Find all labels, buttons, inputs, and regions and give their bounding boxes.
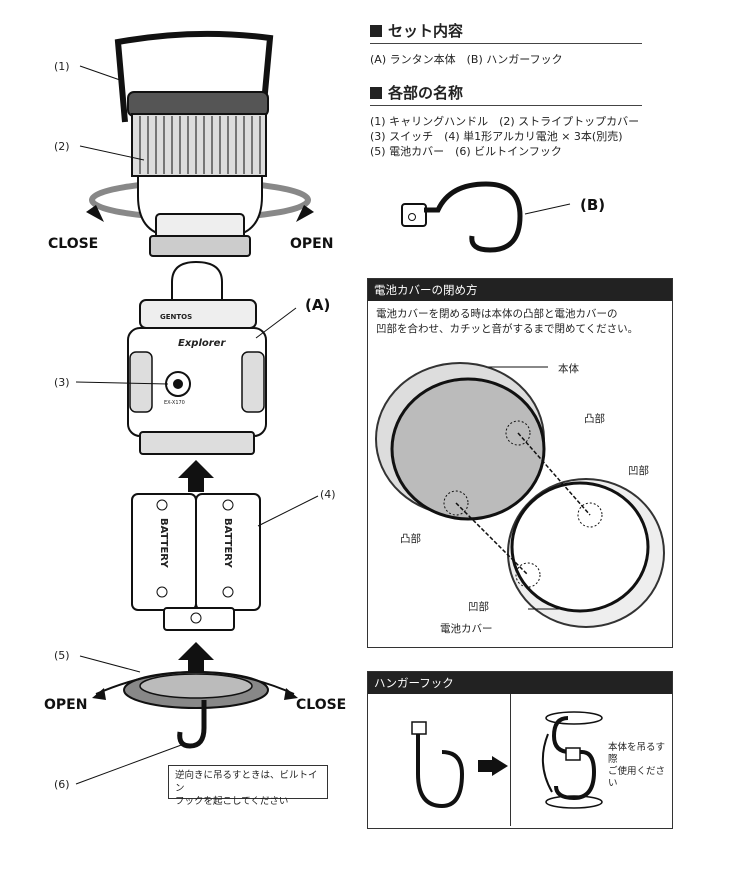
hanger-hook-heading: ハンガーフック <box>368 672 672 694</box>
bulb <box>171 260 223 301</box>
label-1: (1) <box>54 60 70 73</box>
battery-label-right: BATTERY <box>222 518 233 568</box>
note-line-1: 逆向きに吊るすときは、ビルトイン <box>175 770 318 794</box>
parts-line-1: (1) キャリングハンドル (2) ストライプトップカバー <box>370 115 640 128</box>
divider <box>510 694 511 826</box>
hanger-usage-diagram <box>411 711 603 809</box>
label-6: (6) <box>54 778 70 791</box>
hanger-note-line-1: 本体を吊るす際 <box>608 742 666 765</box>
heading-square-icon <box>370 24 382 37</box>
battery-cover-desc: 電池カバーを閉める時は本体の凸部と電池カバーの 凹部を合わせ、カチッと音がするま… <box>368 301 672 343</box>
lantern-exploded-diagram <box>75 30 319 785</box>
set-contents-title: セット内容 <box>388 22 464 40</box>
divider <box>370 43 642 44</box>
top-cover-ring <box>127 91 269 117</box>
carrying-handle <box>114 30 274 126</box>
reverse-hang-note: 逆向きに吊るすときは、ビルトイン フックを起こしてください <box>168 765 328 807</box>
label-2: (2) <box>54 140 70 153</box>
striped-top-cover <box>131 113 267 177</box>
brand-text: GENTOS <box>160 313 193 321</box>
divider <box>370 105 642 106</box>
label-5: (5) <box>54 649 70 662</box>
battery-cover-heading: 電池カバーの閉め方 <box>368 279 672 301</box>
label-B: (B) <box>580 196 606 214</box>
label-3: (3) <box>54 376 70 389</box>
set-contents-heading: セット内容 <box>370 20 463 41</box>
cover-label: 電池カバー <box>440 623 493 635</box>
open-label-bottom: OPEN <box>44 697 88 713</box>
parts-title: 各部の名称 <box>388 84 464 102</box>
battery-cover-desc-line-1: 電池カバーを閉める時は本体の凸部と電池カバーの <box>376 308 618 320</box>
convex-label-2: 凸部 <box>400 533 421 545</box>
label-4: (4) <box>320 488 336 501</box>
parts-line-2: (3) スイッチ (4) 単1形アルカリ電池 × 3本(別売) <box>370 130 623 143</box>
battery-bottom <box>163 607 235 631</box>
product-name: Explorer <box>178 338 226 349</box>
battery-cover-desc-line-2: 凹部を合わせ、カチッと音がするまで閉めてください。 <box>376 323 639 335</box>
label-A: (A) <box>305 296 331 314</box>
note-line-2: フックを起こしてください <box>175 796 289 807</box>
cover-alignment-diagram <box>375 362 665 628</box>
battery-label-left: BATTERY <box>158 518 169 568</box>
concave-label-2: 凹部 <box>468 601 489 613</box>
lantern-top-ring <box>139 299 257 329</box>
set-contents-text: (A) ランタン本体 (B) ハンガーフック <box>370 53 563 66</box>
hanger-hook-section: ハンガーフック 本体を吊るす際 ご使用ください <box>367 671 673 829</box>
parts-line-3: (5) 電池カバー (6) ビルトインフック <box>370 145 562 158</box>
open-label-top: OPEN <box>290 236 334 252</box>
close-label-bottom: CLOSE <box>296 697 347 713</box>
hanger-note: 本体を吊るす際 ご使用ください <box>608 742 672 790</box>
hanger-note-line-2: ご使用ください <box>608 766 666 789</box>
heading-square-icon <box>370 86 382 99</box>
hanger-hook-illustration <box>401 181 571 253</box>
battery-cover-section: 電池カバーの閉め方 電池カバーを閉める時は本体の凸部と電池カバーの 凹部を合わせ… <box>367 278 673 648</box>
parts-heading: 各部の名称 <box>370 82 463 103</box>
close-label-top: CLOSE <box>48 236 99 252</box>
built-in-hook <box>177 700 207 749</box>
concave-label-1: 凹部 <box>628 465 649 477</box>
body-label: 本体 <box>558 363 579 375</box>
convex-label-1: 凸部 <box>584 413 605 425</box>
model-number: EX-X170 <box>164 400 185 406</box>
